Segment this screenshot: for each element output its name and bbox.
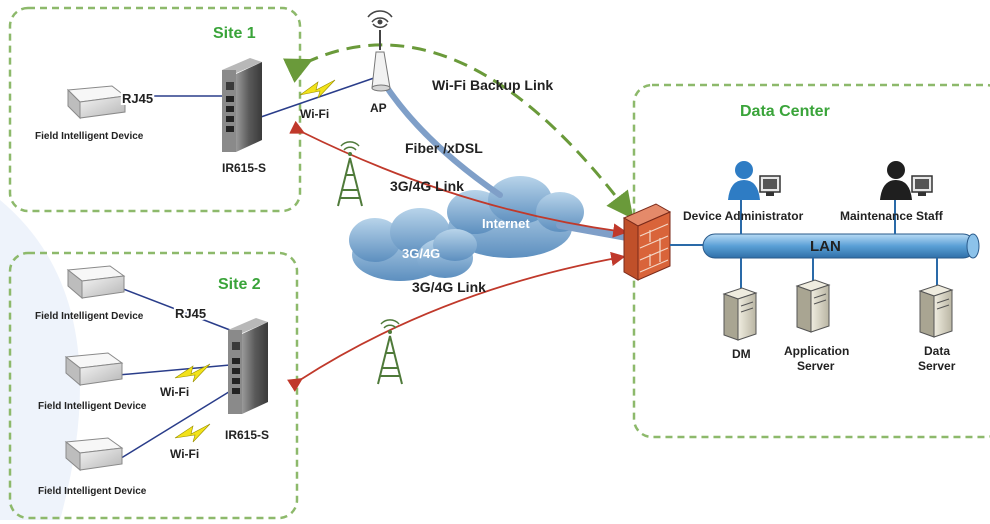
cell-tower-icon: [377, 319, 403, 385]
datacenter-title: Data Center: [740, 103, 830, 120]
site2-wifi-line-1: [117, 364, 231, 376]
site1-device-label: Field Intelligent Device: [35, 131, 144, 142]
app-server-label-line2: Server: [797, 359, 835, 373]
field-device-icon: [64, 352, 124, 387]
wifi-bolt-icon: [174, 423, 211, 443]
server-icon: [795, 279, 831, 333]
staff-label: Maintenance Staff: [840, 209, 944, 223]
cellular-cloud-label: 3G/4G: [402, 246, 440, 261]
internet-cloud-label: Internet: [482, 216, 530, 231]
cellular-link-top-label: 3G/4G Link: [390, 178, 464, 194]
site2-wifi-label-2: Wi-Fi: [170, 447, 199, 461]
wifi-backup-link-label: Wi-Fi Backup Link: [432, 77, 553, 93]
lan-bus: [670, 200, 980, 290]
router-icon: [228, 318, 268, 414]
lan-label: LAN: [810, 238, 841, 255]
cellular-link-top: [289, 120, 628, 238]
site1-router-label: IR615-S: [222, 161, 266, 175]
staff-avatar-icon: [880, 161, 933, 200]
firewall-icon: [622, 203, 672, 281]
server-icon: [722, 287, 758, 341]
site2-box: [8, 251, 299, 520]
site2-wifi-label-1: Wi-Fi: [160, 385, 189, 399]
site2-rj45-cable: [117, 286, 231, 331]
site2-rj45-label: RJ45: [175, 306, 206, 321]
site2-title: Site 2: [218, 276, 261, 293]
site2-router-label: IR615-S: [225, 428, 269, 442]
site2-device-label-2: Field Intelligent Device: [38, 401, 147, 412]
site1-wifi-line: [257, 77, 375, 119]
access-point-icon: [367, 10, 393, 92]
data-server-label-line2: Server: [918, 359, 956, 373]
cellular-link-bottom-label: 3G/4G Link: [412, 279, 486, 295]
cellular-link-bottom: [287, 251, 626, 392]
fiber-link-label: Fiber /xDSL: [405, 140, 483, 156]
site1-wifi-label: Wi-Fi: [300, 107, 329, 121]
field-device-icon: [66, 265, 126, 300]
ap-label: AP: [370, 101, 387, 115]
site1-rj45-label: RJ45: [122, 91, 153, 106]
server-icon: [918, 284, 954, 338]
field-device-icon: [66, 85, 127, 120]
site2-device-label-1: Field Intelligent Device: [35, 311, 144, 322]
dm-server-label: DM: [732, 347, 751, 361]
background-swoosh: [0, 200, 80, 520]
wifi-bolt-icon: [299, 79, 336, 99]
data-server-label-line1: Data: [924, 344, 950, 358]
router-icon: [222, 58, 262, 152]
cell-tower-icon: [337, 141, 363, 207]
administrator-avatar-icon: [728, 161, 781, 200]
wifi-bolt-icon: [174, 363, 211, 383]
site2-device-label-3: Field Intelligent Device: [38, 486, 147, 497]
app-server-label-line1: Application: [784, 344, 849, 358]
site2-wifi-line-2: [117, 389, 233, 461]
wifi-backup-link: [282, 43, 634, 220]
site1-title: Site 1: [213, 25, 256, 42]
admin-label: Device Administrator: [683, 209, 804, 223]
field-device-icon: [64, 437, 124, 472]
